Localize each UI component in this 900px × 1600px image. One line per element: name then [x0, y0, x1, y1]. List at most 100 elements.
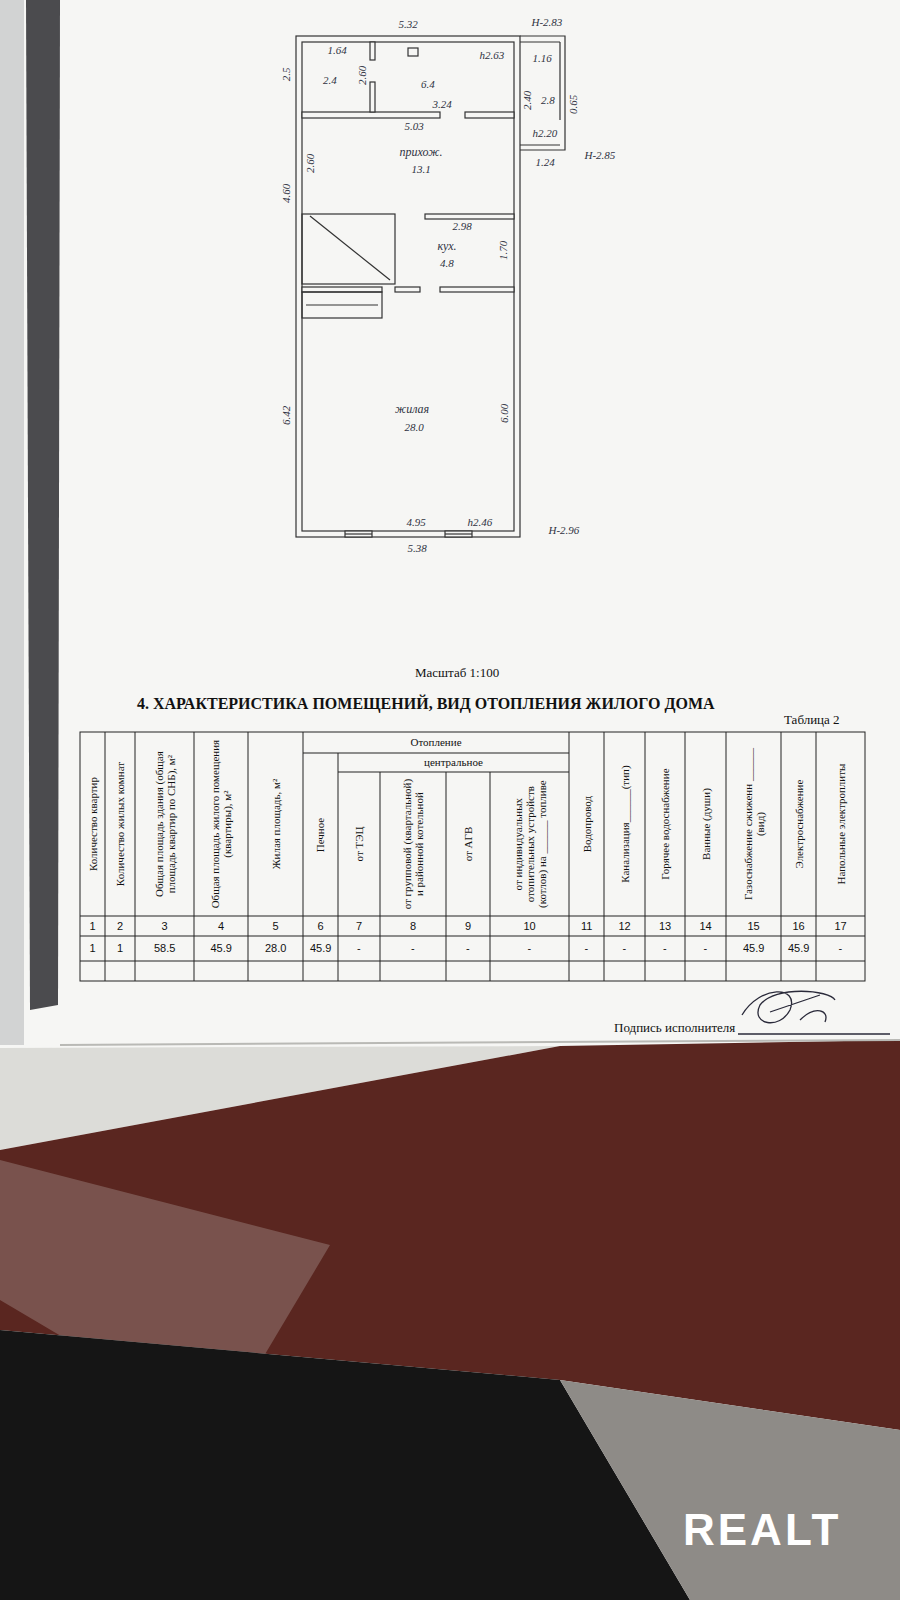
table-header-cell: от ТЭЦ	[353, 776, 365, 912]
floor-plan-part	[520, 41, 560, 42]
table-value: -	[704, 942, 708, 955]
dimension-label: 2.60	[304, 153, 317, 172]
table-value: 28.0	[265, 942, 286, 955]
table-header-cell: Общая площадь жилого помещения (квартиры…	[209, 736, 233, 912]
room-area-value: 13.1	[412, 163, 431, 176]
floor-plan-part	[345, 531, 372, 537]
signature-caption: Подпись исполнителя	[614, 1021, 735, 1036]
table-header-cell: Общая площадь здания (общая площадь квар…	[152, 736, 176, 912]
table-grid-part	[338, 772, 569, 773]
column-number: 8	[410, 920, 416, 933]
column-number: 1	[90, 920, 96, 933]
column-number: 9	[465, 920, 471, 933]
table-grid-part	[726, 732, 727, 981]
table-header-cell: Количество жилых комнат	[114, 736, 126, 912]
table-grid-part	[569, 732, 570, 981]
dimension-label: 2.5	[280, 67, 293, 81]
table-number: Таблица 2	[784, 713, 840, 728]
table-header-cell: от групповой (квартальной) и районной ко…	[401, 776, 425, 912]
floor-plan-part	[370, 42, 375, 60]
column-number: 12	[619, 920, 631, 933]
room-area: жилая 28.0	[302, 292, 514, 531]
table-grid-part	[80, 936, 865, 937]
photo-ground-part	[60, 1040, 900, 1045]
floor-plan-part	[445, 533, 472, 534]
dimension-label: 1.70	[497, 240, 510, 259]
signature-part	[738, 1033, 890, 1034]
dimension-label: 1.24	[536, 156, 555, 169]
floor-plan	[296, 36, 565, 537]
floor-plan-part	[302, 112, 440, 118]
photo-ground-part	[0, 0, 24, 1045]
column-number: 4	[218, 920, 224, 933]
dimension-label: 5.38	[408, 542, 427, 555]
table-value: -	[663, 942, 667, 955]
dimension-label: h2.63	[480, 49, 505, 62]
table-header-cell: от индивидуальных отопительных устройств…	[511, 776, 547, 912]
table-value: -	[839, 942, 843, 955]
table-value: 45.9	[310, 942, 331, 955]
table-header-cell: Горячее водоснабжение	[659, 736, 671, 912]
floor-plan-part	[520, 144, 560, 145]
floor-plan-part	[520, 36, 565, 150]
column-number: 13	[659, 920, 671, 933]
column-number: 14	[700, 920, 712, 933]
floor-plan-part	[425, 214, 514, 219]
column-number: 2	[117, 920, 123, 933]
table-grid-part	[248, 732, 249, 981]
floor-plan-part	[408, 48, 418, 56]
table-header-cell: Напольные электроплиты	[834, 736, 846, 912]
table-value: 45.9	[788, 942, 809, 955]
dimension-label: h2.20	[533, 127, 558, 140]
dimension-label: 1.64	[328, 44, 347, 57]
table-grid-part	[338, 753, 339, 981]
floor-plan-part	[559, 42, 560, 120]
signature-part	[742, 991, 835, 1022]
column-number: 17	[835, 920, 847, 933]
table-title: 4. ХАРАКТЕРИСТИКА ПОМЕЩЕНИЙ, ВИД ОТОПЛЕН…	[137, 695, 715, 713]
floor-plan-part	[445, 531, 472, 537]
table-header-cell: Газоснабжение сжиженн ______ (вид)	[741, 736, 765, 912]
floor-plan-part	[302, 287, 382, 292]
table-header-cell: Ванные (души)	[699, 736, 711, 912]
table-grid-part	[80, 732, 865, 981]
photo-ground-part	[560, 1380, 900, 1600]
scale-note: Масштаб 1:100	[415, 666, 499, 681]
table-value: -	[585, 942, 589, 955]
watermark: REALT	[683, 1505, 841, 1556]
table-value: 58.5	[154, 942, 175, 955]
dimension-label: 4.95	[407, 516, 426, 529]
table-grid-part	[490, 772, 491, 981]
table-grid-part	[781, 732, 782, 981]
table-header-cell: Электроснабжение	[792, 736, 804, 912]
room-area: прихож.13.1	[302, 118, 514, 214]
floor-plan-part	[296, 36, 520, 537]
table-header-cell: Количество квартир	[86, 736, 98, 912]
signature	[738, 991, 890, 1034]
table-grid-part	[80, 961, 865, 962]
floor-plan-part	[465, 112, 514, 118]
dimension-label: 6.00	[498, 403, 511, 422]
column-number: 5	[273, 920, 279, 933]
floor-plan-part	[345, 533, 372, 534]
table-group-header: Отопление	[411, 736, 462, 749]
room-area-value: 2.4	[323, 74, 337, 87]
dimension-label: 5.32	[399, 18, 418, 31]
column-number: 3	[162, 920, 168, 933]
room-area-value: 4.8	[440, 257, 454, 270]
dimension-label: h2.46	[468, 516, 493, 529]
table-grid-part	[303, 753, 569, 754]
floor-plan-part	[370, 82, 375, 112]
room-name: жилая	[395, 403, 429, 417]
table-header-cell: Печное	[314, 757, 326, 912]
table-header-cell: Водопровод	[580, 736, 592, 912]
column-number: 10	[524, 920, 536, 933]
table-value: 1	[117, 942, 123, 955]
dimension-label: 1.16	[533, 52, 552, 65]
column-number: 11	[581, 920, 592, 933]
table-header-cell: от АГВ	[462, 776, 474, 912]
table-grid-part	[816, 732, 817, 981]
room-area-value: 28.0	[405, 421, 424, 434]
table-group-header: центральное	[424, 756, 483, 769]
